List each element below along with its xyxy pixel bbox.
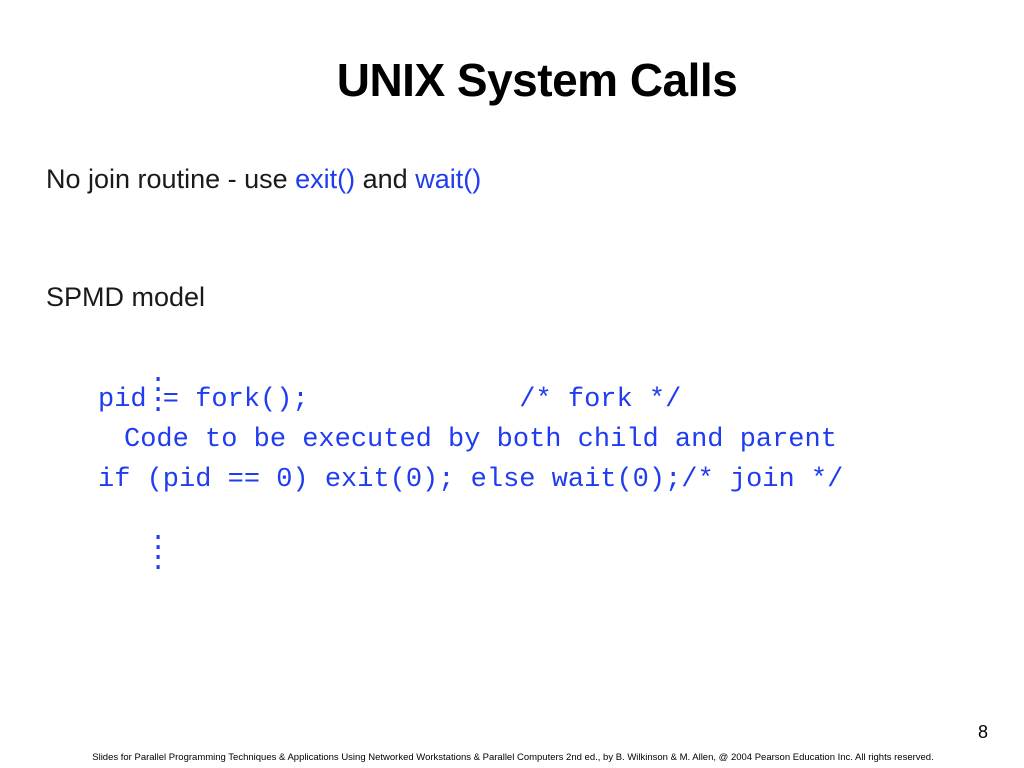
code-line-join: if (pid == 0) exit(0); else wait(0);/* j… — [98, 465, 844, 495]
code-ellipsis-top: : : — [150, 370, 167, 420]
wait-call: wait() — [415, 164, 482, 194]
bullet-join-routine: No join routine - use exit() and wait() — [46, 162, 481, 196]
slide-footer: Slides for Parallel Programming Techniqu… — [92, 752, 934, 763]
bullet-spmd-model: SPMD model — [46, 282, 206, 312]
code-ellipsis-bottom: : : — [150, 528, 167, 578]
exit-call: exit() — [295, 164, 356, 194]
bullet-join-text: No join routine - use — [46, 164, 296, 194]
page-number: 8 — [977, 722, 988, 742]
code-line-fork: pid = fork(); /* fork */ — [98, 385, 682, 415]
bullet-and-text: and — [355, 164, 416, 194]
code-line-shared: Code to be executed by both child and pa… — [124, 425, 837, 455]
slide-title: UNIX System Calls — [336, 54, 738, 106]
